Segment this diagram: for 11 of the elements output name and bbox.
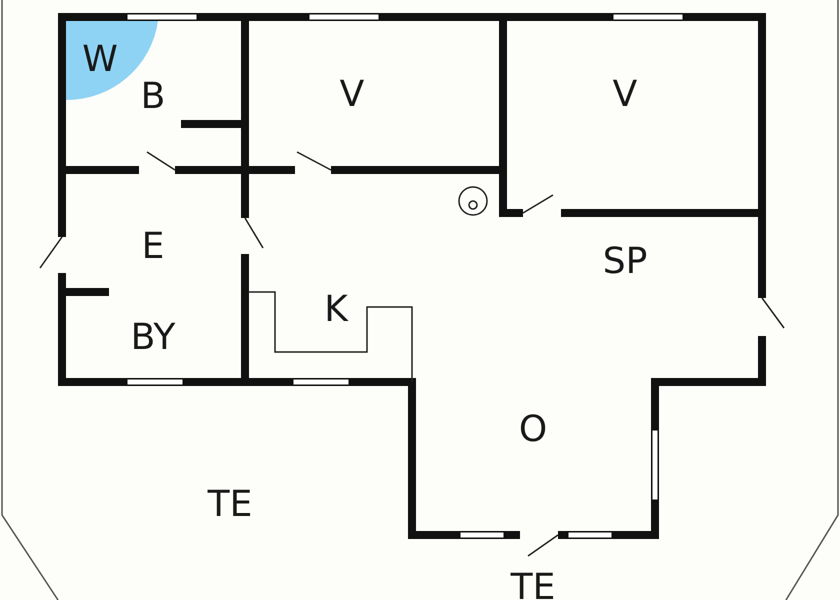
room-label: TE xyxy=(510,570,556,600)
room-label: SP xyxy=(602,244,648,280)
room-label: V xyxy=(340,77,364,113)
room-label: TE xyxy=(208,487,252,523)
room-label: BY xyxy=(130,320,176,356)
room-label: W xyxy=(82,42,118,78)
room-label: V xyxy=(612,77,638,113)
room-label: E xyxy=(142,229,164,265)
room-label: B xyxy=(140,79,166,115)
room-label: K xyxy=(324,292,348,328)
room-label: O xyxy=(518,412,548,448)
